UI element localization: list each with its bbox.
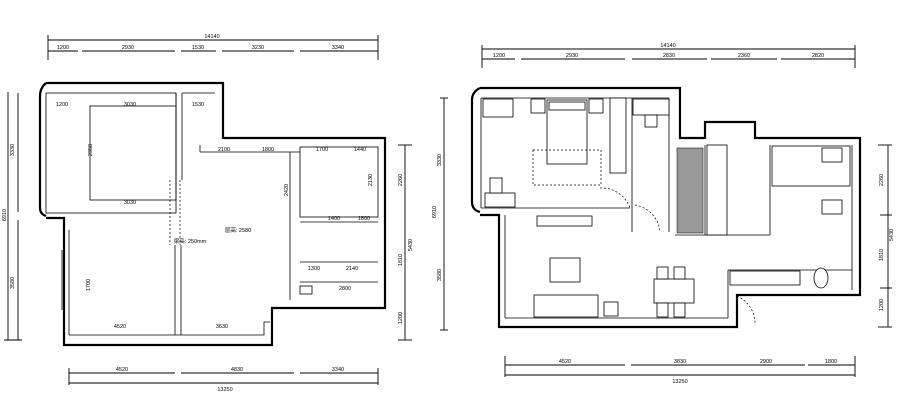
furniture <box>482 97 851 326</box>
dim-label: 2420 <box>284 184 290 196</box>
dim-label: 1810 <box>879 249 885 261</box>
left-interior-dimensions: 1200 3030 1530 2350 3030 2100 1800 1700 … <box>56 102 374 330</box>
dim-label: 1440 <box>354 147 366 153</box>
dim-label: 3830 <box>674 359 686 365</box>
left-bottom-dimensions: 4520 4830 3340 13250 <box>68 367 379 393</box>
dim-label: 2140 <box>346 266 358 272</box>
right-left-dimensions: 3330 6910 3580 <box>432 97 448 331</box>
dim-label: 4830 <box>231 367 243 373</box>
dim-label: 2130 <box>368 174 374 186</box>
dim-label: 2930 <box>122 45 134 51</box>
dim-label: 2100 <box>218 147 230 153</box>
wardrobe <box>609 97 627 174</box>
right-top-dimensions: 14140 1200 2930 2830 2360 2820 <box>481 43 856 68</box>
dim-label: 1810 <box>398 254 404 266</box>
beam-height-note: 梁高: 250mm <box>174 237 207 245</box>
right-plan-walls <box>470 86 862 329</box>
dim-label: 2820 <box>812 53 824 59</box>
dim-label: 2830 <box>663 53 675 59</box>
coffee-table <box>549 257 581 283</box>
left-top-dimensions: 14140 1200 2930 1530 3230 3340 <box>47 34 379 60</box>
dim-label: 2800 <box>339 286 351 292</box>
dining-table <box>653 278 695 304</box>
dim-label: 1400 <box>328 216 340 222</box>
dim-label: 2350 <box>88 144 94 156</box>
dim-label: 5430 <box>408 239 414 251</box>
dim-label: 3330 <box>437 154 443 166</box>
tv-cabinet <box>536 215 593 227</box>
dim-label: 2900 <box>760 359 772 365</box>
dim-label: 1200 <box>56 102 68 108</box>
dim-label: 1200 <box>398 312 404 324</box>
dim-total-bottom: 13250 <box>217 387 232 393</box>
dim-label: 1700 <box>316 147 328 153</box>
dim-label: 3580 <box>437 269 443 281</box>
dim-total-top: 14140 <box>204 34 219 40</box>
dim-label: 3030 <box>124 102 136 108</box>
toilet <box>813 267 829 289</box>
dim-label: 2360 <box>738 53 750 59</box>
dim-label: 1800 <box>358 216 370 222</box>
dim-label: 1200 <box>879 299 885 311</box>
dim-label: 2260 <box>398 174 404 186</box>
dim-label: 3340 <box>332 45 344 51</box>
dim-label: 4520 <box>559 359 571 365</box>
dim-label: 1800 <box>262 147 274 153</box>
left-plan-walls <box>38 81 387 347</box>
right-bottom-dimensions: 4520 3830 2900 1800 13250 <box>504 356 856 385</box>
right-side-dimensions: 2260 5430 1810 1200 <box>398 144 414 341</box>
dim-label: 4520 <box>116 367 128 373</box>
dim-label: 1800 <box>825 359 837 365</box>
dim-label: 1530 <box>192 45 204 51</box>
left-floor-plan: 14140 1200 2930 1530 3230 3340 3330 6910… <box>2 34 414 393</box>
dim-label: 3330 <box>10 144 16 156</box>
dim-label: 1200 <box>57 45 69 51</box>
dim-label: 2260 <box>879 174 885 186</box>
dim-label: 6910 <box>2 209 8 221</box>
dim-label: 3340 <box>332 367 344 373</box>
dim-label: 3630 <box>216 324 228 330</box>
dim-label: 4520 <box>114 324 126 330</box>
right-floor-plan: 14140 1200 2930 2830 2360 2820 3330 6910… <box>432 43 895 385</box>
left-side-dimensions: 3330 6910 3580 <box>2 92 22 341</box>
dim-label: 1300 <box>308 266 320 272</box>
dim-label: 3230 <box>252 45 264 51</box>
ceiling-height-note: 层高: 2580 <box>225 226 251 234</box>
dim-label: 5430 <box>889 229 895 241</box>
dim-total-bottom: 13250 <box>672 379 687 385</box>
sofa <box>533 294 599 318</box>
dim-label: 1530 <box>192 102 204 108</box>
bed <box>546 99 588 165</box>
dim-total-top: 14140 <box>660 43 675 49</box>
dim-label: 3580 <box>10 277 16 289</box>
desk <box>484 192 516 208</box>
dim-label: 2930 <box>566 53 578 59</box>
dim-label: 1200 <box>493 53 505 59</box>
dim-label: 1700 <box>86 279 92 291</box>
dim-label: 3030 <box>124 200 136 206</box>
right-right-dimensions: 2260 5430 1810 1200 <box>878 144 895 328</box>
dim-label: 6910 <box>432 206 438 218</box>
